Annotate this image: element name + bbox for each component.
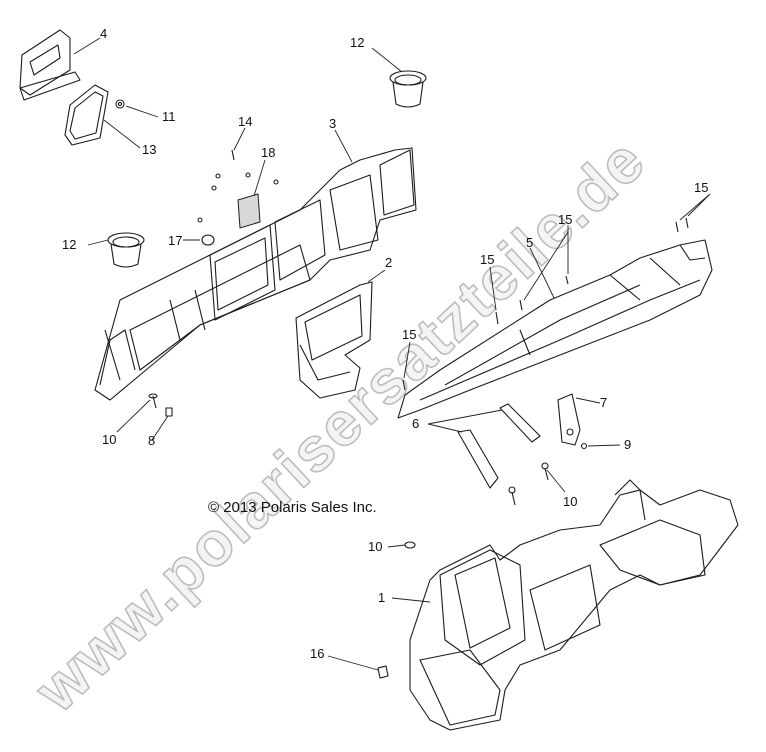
callout-15-center: 15 [558,212,572,227]
part-11-nut [115,99,125,109]
callout-6: 6 [412,416,419,431]
part-6-supports [457,403,541,489]
part-5-dash-cover [397,239,713,419]
leader-lines [73,37,711,671]
bolts-left [148,393,173,417]
callout-10-low: 10 [368,539,382,554]
callout-8: 8 [148,433,155,448]
part-18-vent [237,193,261,229]
callout-12-left: 12 [62,237,76,252]
callout-7: 7 [600,395,607,410]
bolts-near-supports [508,462,549,506]
callout-labels: 4 11 13 14 18 3 12 12 17 2 10 8 5 15 15 … [62,26,708,661]
callout-2: 2 [385,255,392,270]
part-4-latch [19,29,81,101]
bolt-16 [377,665,389,679]
callout-10-center: 10 [563,494,577,509]
callout-9: 9 [624,437,631,452]
callout-15-left: 15 [480,252,494,267]
callout-5: 5 [526,235,533,250]
callout-12-top: 12 [350,35,364,50]
callout-14: 14 [238,114,252,129]
callout-16: 16 [310,646,324,661]
part-13-gasket [64,84,109,146]
callout-13: 13 [142,142,156,157]
callout-11: 11 [162,109,176,124]
part-2-box [295,281,373,399]
callout-4: 4 [100,26,107,41]
callout-1: 1 [378,590,385,605]
callout-10-left: 10 [102,432,116,447]
callout-3: 3 [329,116,336,131]
part-1-lower-assembly [409,479,739,731]
callout-17: 17 [168,233,182,248]
callout-18: 18 [261,145,275,160]
part-17-knob [201,234,215,246]
copyright-notice: © 2013 Polaris Sales Inc. [208,499,377,516]
part-12-cupholder-left [107,232,145,268]
callout-15-right: 15 [694,180,708,195]
part-12-cupholder-top [389,70,427,108]
callout-15-low: 15 [402,327,416,342]
part-9-screw [580,442,588,450]
part-7-bracket [557,393,581,446]
small-fasteners [197,149,279,223]
bolts-15 [402,217,689,391]
part-3-dash-panel [94,147,417,401]
bolt-near-part-1 [404,541,416,549]
